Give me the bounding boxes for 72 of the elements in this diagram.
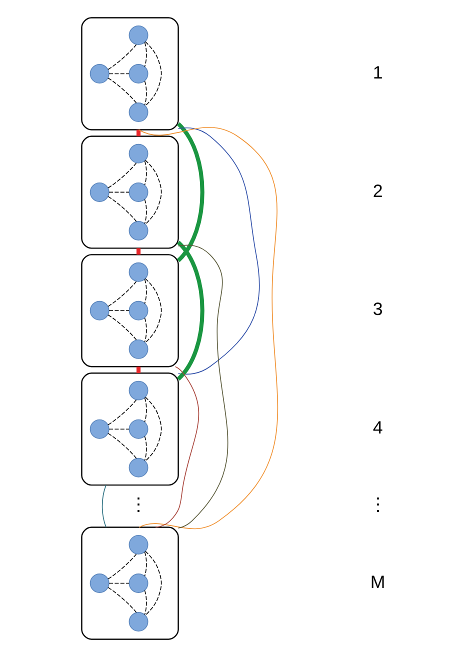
node-circle [128, 534, 148, 554]
node-circle [128, 339, 148, 359]
label: 1 [372, 62, 382, 82]
node-circle [128, 64, 148, 84]
node-circle [89, 419, 109, 439]
connector [144, 550, 162, 616]
connector [144, 160, 162, 225]
connector [144, 318, 146, 342]
connector [107, 196, 136, 222]
label: ⋮ [368, 494, 386, 515]
cluster [80, 17, 178, 130]
connector [176, 240, 204, 380]
connector [177, 244, 228, 528]
node-circle [128, 182, 148, 202]
connector [177, 127, 260, 375]
node-circle [128, 380, 148, 400]
connector [154, 366, 199, 528]
label: 2 [372, 180, 382, 201]
node-circle [89, 300, 109, 320]
node-circle [128, 300, 148, 320]
node-circle [89, 64, 109, 84]
connector [176, 122, 204, 262]
connector [144, 42, 146, 67]
node-circle [89, 574, 109, 593]
node-circle [128, 419, 148, 439]
connector [107, 78, 136, 104]
connector [144, 160, 146, 186]
connector [107, 314, 136, 340]
node-circle [128, 221, 148, 240]
connector [107, 162, 136, 188]
node-circle [128, 102, 148, 122]
label: 3 [372, 299, 382, 320]
cluster [80, 526, 178, 640]
connector [108, 192, 129, 193]
connector [107, 432, 136, 459]
connector [144, 278, 162, 344]
connector [108, 73, 129, 74]
connector [108, 428, 129, 430]
cluster [80, 254, 178, 368]
connector [136, 366, 140, 374]
label: ⋮ [129, 494, 148, 515]
label: 4 [372, 418, 382, 438]
connector [144, 80, 146, 106]
connector [107, 281, 136, 307]
connector [107, 587, 136, 613]
node-circle [128, 262, 148, 282]
connector [144, 436, 146, 461]
connector [138, 127, 278, 530]
node-circle [89, 182, 109, 202]
node-circle [128, 612, 148, 632]
connector [107, 44, 136, 70]
label: M [370, 572, 385, 592]
connector [144, 552, 146, 576]
node-circle [128, 26, 148, 45]
node-circle [128, 574, 148, 593]
connector [108, 582, 129, 584]
connector [144, 199, 146, 224]
connector [136, 130, 140, 136]
connector [144, 278, 146, 304]
connector [144, 396, 162, 462]
connector [101, 484, 106, 528]
connector [107, 400, 136, 426]
connector [144, 590, 146, 616]
connector [107, 554, 136, 580]
cluster [80, 136, 178, 249]
node-circle [128, 144, 148, 164]
connector [108, 310, 129, 312]
connector [144, 397, 146, 422]
cluster [80, 372, 178, 486]
connector [136, 248, 140, 255]
connector [144, 41, 162, 106]
node-circle [128, 458, 148, 478]
